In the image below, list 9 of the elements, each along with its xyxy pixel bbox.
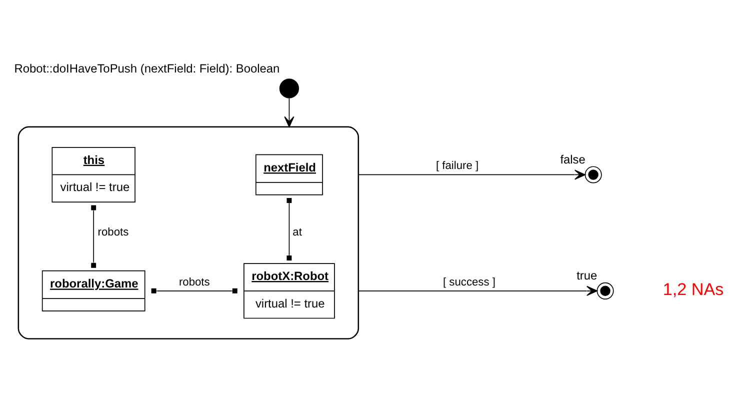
diagram-title: Robot::doIHaveToPush (nextField: Field): Boolean: [14, 60, 280, 75]
edge-label: [ failure ]: [436, 160, 479, 172]
edge-label: robots: [98, 226, 129, 238]
node-label: true: [576, 268, 598, 282]
edge-label: [ success ]: [443, 276, 496, 288]
node-label: false: [560, 152, 586, 166]
label: 1,2 NAs: [662, 280, 724, 299]
edge-label: robots: [178, 276, 210, 288]
edge-label: at: [292, 226, 302, 238]
